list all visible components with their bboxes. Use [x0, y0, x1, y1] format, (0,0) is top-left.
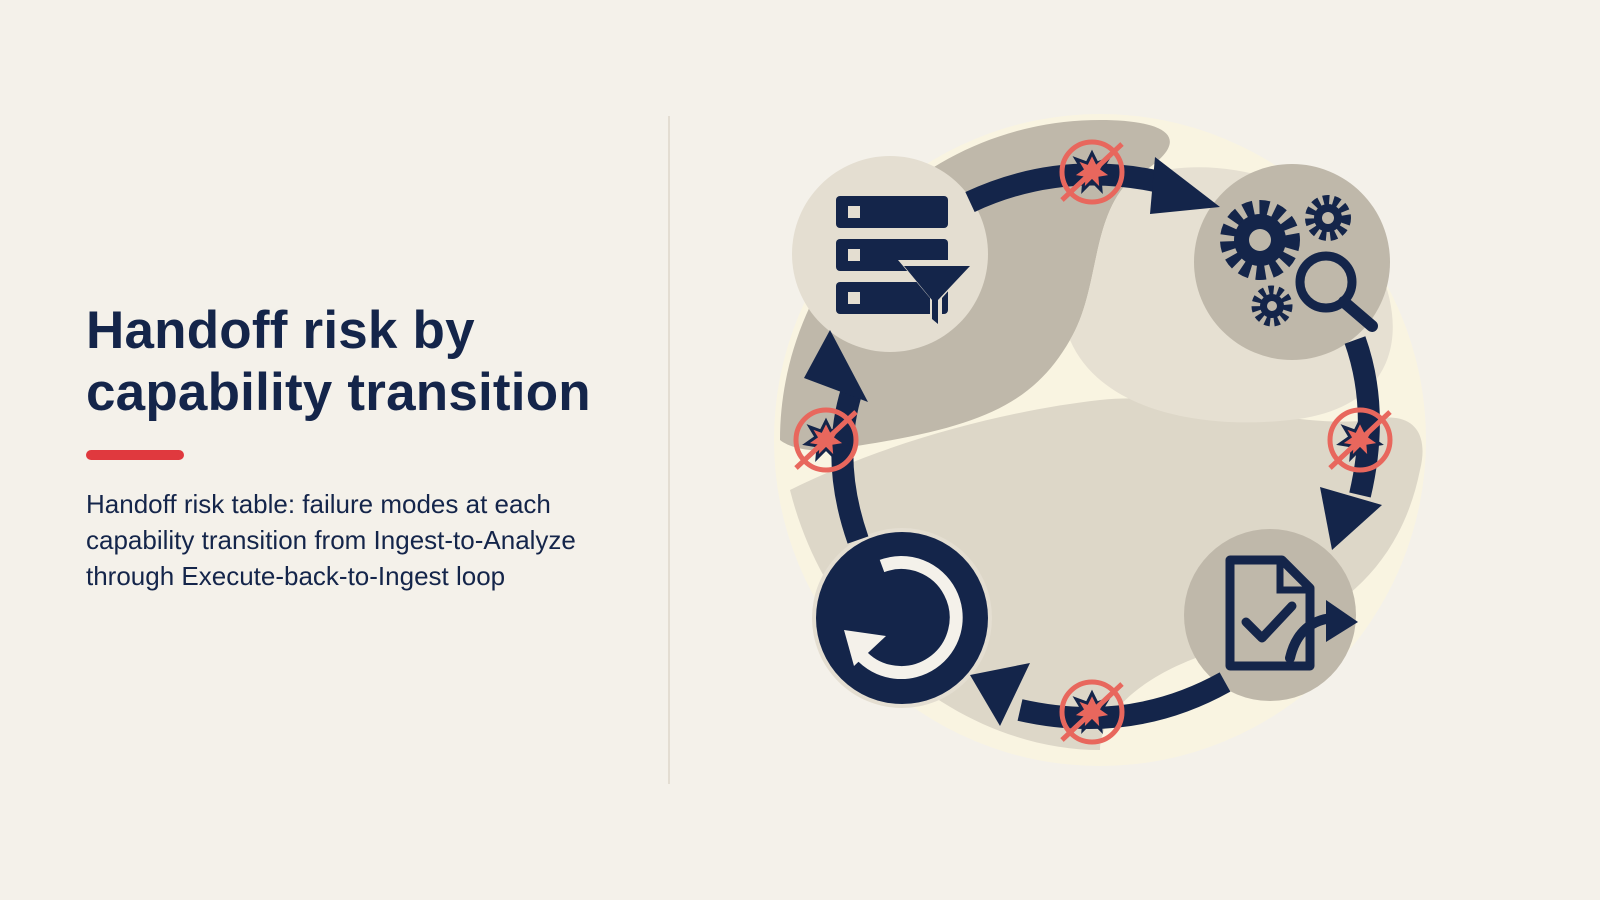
slide-subtitle: Handoff risk table: failure modes at eac… [86, 489, 576, 591]
vertical-divider [668, 116, 670, 784]
title-accent-bar [86, 450, 184, 460]
arrow-head-ingest-to-analyze [1150, 157, 1220, 214]
document-check-share-icon [1225, 555, 1358, 671]
slide-title: Handoff risk by capability transition [86, 301, 591, 422]
arrow-head-execute-to-loop [970, 663, 1030, 726]
arrow-head-loop-to-ingest [804, 330, 868, 402]
database-filter-icon [836, 196, 976, 332]
text-panel: Handoff risk by capability transition Ha… [86, 300, 646, 594]
gears-search-icon [1220, 195, 1378, 332]
arrow-head-analyze-to-execute [1320, 487, 1382, 550]
refresh-cycle-icon [816, 532, 988, 704]
arrow-heads [804, 157, 1382, 726]
capability-loop-diagram [770, 110, 1450, 790]
